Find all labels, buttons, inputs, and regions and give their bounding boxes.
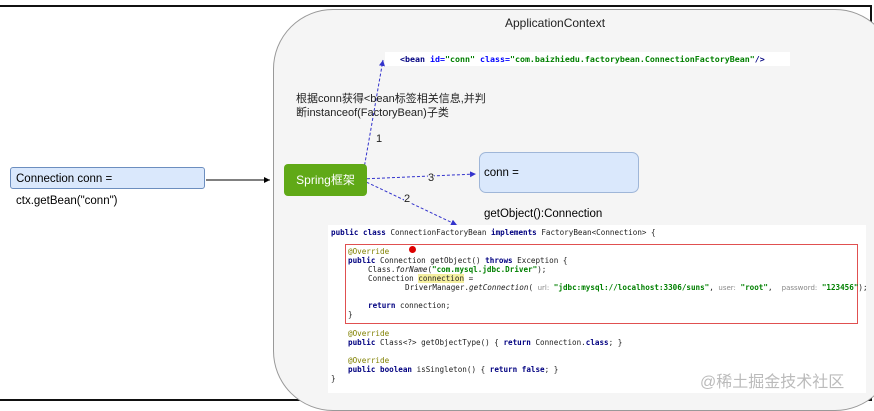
edge-label-1: 1	[376, 133, 383, 145]
code-line: return connection;	[368, 301, 451, 310]
edge-label-3: 3	[428, 172, 435, 184]
edge-1	[361, 59, 385, 181]
code-line: @Override	[348, 329, 390, 338]
xml-value: "conn"	[444, 54, 475, 64]
edge-label-2: 2	[404, 193, 411, 205]
xml-tag: <bean	[400, 54, 430, 64]
code-line: }	[348, 310, 353, 319]
code-line: @Override	[348, 356, 390, 365]
xml-attr: id=	[429, 54, 445, 64]
bean-xml-definition: <bean id="conn" class="com.baizhiedu.fac…	[385, 52, 790, 66]
highlight-box	[345, 244, 858, 324]
code-line: DriverManager.getConnection( url: "jdbc:…	[405, 283, 868, 292]
xml-tag-end: />	[754, 54, 765, 64]
code-line: public class ConnectionFactoryBean imple…	[331, 228, 656, 237]
get-object-result-box: conn = getObject():Connection	[479, 152, 639, 220]
xml-attr: class=	[479, 54, 510, 64]
code-line: public boolean isSingleton() { return fa…	[348, 365, 559, 374]
xml-value: "com.baizhiedu.factorybean.ConnectionFac…	[509, 54, 755, 64]
error-badge-icon	[409, 246, 416, 253]
code-line: public Connection getObject() throws Exc…	[348, 256, 568, 265]
code-line: Connection connection =	[368, 274, 474, 283]
edge-3	[361, 171, 477, 180]
step1-note: 根据conn获得<bean标签相关信息,并判断instanceof(Factor…	[296, 93, 486, 119]
code-line: Class.forName("com.mysql.jdbc.Driver");	[368, 265, 547, 274]
spring-framework-box: Spring框架	[284, 164, 367, 196]
code-line: @Override	[348, 247, 390, 256]
get-bean-call-box: Connection conn = ctx.getBean("conn")	[10, 167, 205, 207]
container-title: ApplicationContext	[505, 16, 606, 30]
code-line: public Class<?> getObjectType() { return…	[348, 338, 623, 347]
watermark: @稀土掘金技术社区	[700, 374, 845, 391]
factory-bean-code: public class ConnectionFactoryBean imple…	[328, 225, 868, 393]
code-line: }	[331, 374, 336, 383]
